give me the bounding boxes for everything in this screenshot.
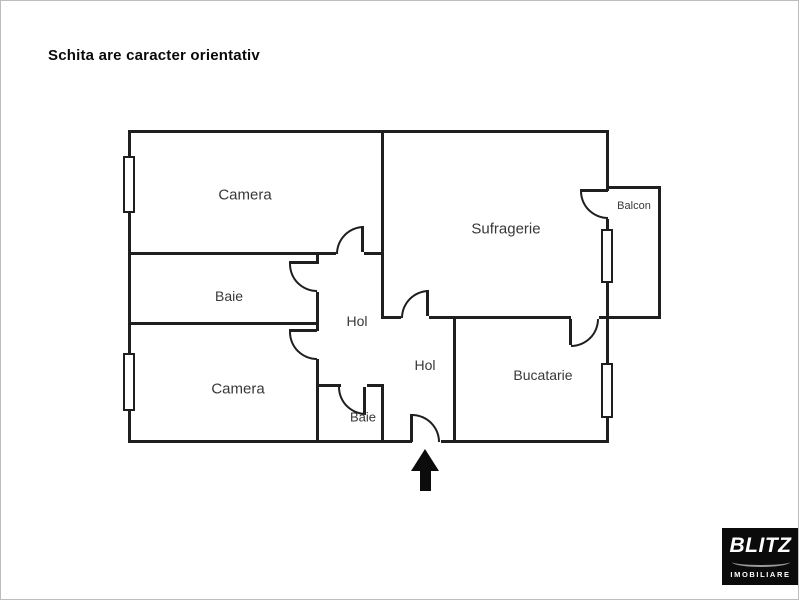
- wall: [381, 384, 384, 443]
- wall: [316, 292, 319, 331]
- wall: [367, 384, 384, 387]
- balcony-wall: [606, 316, 661, 319]
- room-label-hol-1: Hol: [346, 313, 368, 329]
- door-leaf: [569, 319, 572, 345]
- wall: [381, 130, 384, 319]
- door-arc: [336, 226, 364, 254]
- entrance-arrow-head: [411, 449, 439, 471]
- disclaimer-text: Schita are caracter orientativ: [48, 47, 260, 64]
- agency-logo: BLITZ IMOBILIARE: [722, 528, 798, 585]
- door-arc: [289, 332, 317, 360]
- door-leaf: [289, 261, 317, 264]
- wall: [606, 219, 609, 443]
- door-arc: [580, 191, 608, 219]
- logo-swoosh-icon: [731, 557, 790, 567]
- wall: [128, 322, 319, 325]
- agency-logo-title: BLITZ: [729, 533, 792, 557]
- wall: [441, 440, 609, 443]
- door-arc: [571, 319, 599, 347]
- room-label-balcon: Balcon: [617, 200, 651, 212]
- wall: [128, 440, 412, 443]
- wall: [316, 384, 341, 387]
- room-label-bucatarie: Bucatarie: [513, 367, 573, 383]
- wall: [316, 252, 319, 264]
- wall: [453, 319, 456, 440]
- door-arc: [412, 414, 440, 442]
- window: [601, 363, 613, 418]
- door-leaf: [580, 189, 608, 192]
- balcony-wall: [658, 186, 661, 319]
- room-label-sufragerie: Sufragerie: [471, 220, 541, 238]
- wall: [599, 316, 609, 319]
- room-label-hol-2: Hol: [414, 357, 436, 373]
- room-label-camera-2: Camera: [211, 380, 265, 398]
- agency-logo-subtitle: IMOBILIARE: [730, 569, 791, 579]
- wall: [128, 130, 131, 443]
- wall: [364, 252, 384, 255]
- door-leaf: [410, 414, 413, 442]
- room-label-baie-2: Baie: [349, 409, 377, 425]
- window: [601, 229, 613, 283]
- balcony-wall: [606, 186, 661, 189]
- wall: [128, 130, 609, 133]
- wall: [128, 252, 336, 255]
- entrance-arrow-stem: [420, 469, 431, 491]
- window: [123, 353, 135, 411]
- room-label-camera-1: Camera: [218, 186, 272, 204]
- door-arc: [401, 290, 429, 318]
- wall: [429, 316, 571, 319]
- door-leaf: [289, 329, 317, 332]
- wall: [316, 359, 319, 443]
- window: [123, 156, 135, 213]
- door-arc: [289, 264, 317, 292]
- wall: [381, 316, 401, 319]
- wall: [606, 130, 609, 191]
- room-label-baie-1: Baie: [214, 288, 244, 304]
